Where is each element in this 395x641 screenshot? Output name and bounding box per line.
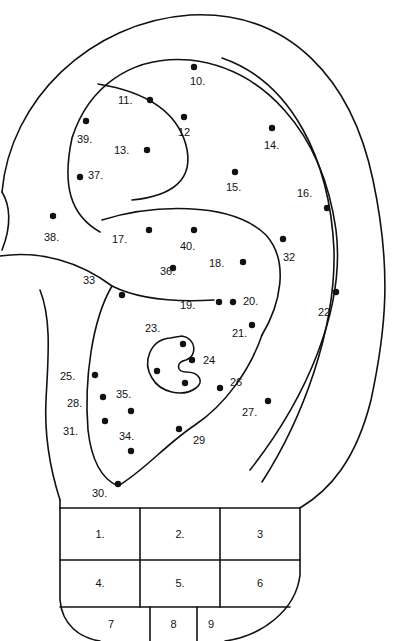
callout-number: 36. (160, 265, 175, 278)
callout-number: 29 (193, 434, 205, 447)
callout-number: 11. (118, 94, 132, 107)
callout-number: 24 (203, 354, 215, 367)
zone-number: 1. (95, 528, 104, 541)
callout-number: 13. (114, 144, 129, 157)
zone-number: 7 (108, 618, 114, 631)
callout-number: 10. (190, 75, 205, 88)
lobe-zone: 1. (60, 508, 140, 560)
callout-number: 22 (318, 306, 330, 319)
zone-number: 8 (170, 618, 176, 631)
callout-number: 38. (44, 231, 59, 244)
callout-number: 35. (116, 388, 131, 401)
callout-number: 17. (112, 233, 127, 246)
callout-number: 39. (77, 133, 92, 146)
callout-number: 37. (88, 169, 103, 182)
zone-number: 3 (257, 528, 263, 541)
callout-number: 18. (209, 257, 224, 270)
callout-number: 33 (83, 274, 95, 287)
callout-number: 34. (119, 430, 134, 443)
lobe-zone: 9 (197, 607, 225, 641)
lobe-zone: 6 (220, 560, 300, 607)
lobe-zone: 5. (140, 560, 220, 607)
callout-number: 20. (243, 295, 258, 308)
callout-number: 25. (60, 370, 75, 383)
callout-number: 16. (297, 187, 312, 200)
callout-number: 28. (67, 397, 82, 410)
lobe-zone: 4. (60, 560, 140, 607)
zone-number: 9 (208, 618, 214, 631)
lobe-zone: 2. (140, 508, 220, 560)
lobe-zone: 8 (150, 607, 197, 641)
callout-number: 32 (283, 251, 295, 264)
callout-number: 12 (178, 126, 190, 139)
callout-number: 26 (230, 376, 242, 389)
callout-number: 21. (232, 327, 247, 340)
callout-number: 40. (180, 240, 195, 253)
zone-number: 5. (175, 577, 184, 590)
callout-number: 30. (92, 487, 107, 500)
callout-number: 19. (180, 299, 195, 312)
callout-number: 27. (242, 406, 257, 419)
zone-number: 2. (175, 528, 184, 541)
callout-number: 31. (63, 425, 78, 438)
callout-number: 15. (226, 181, 241, 194)
zone-number: 6 (257, 577, 263, 590)
callout-number: 23. (145, 322, 160, 335)
point-dots (50, 64, 339, 487)
zone-number: 4. (95, 577, 104, 590)
lobe-zone: 3 (220, 508, 300, 560)
lobe-zone: 7 (72, 607, 150, 641)
callout-number: 14. (264, 139, 279, 152)
